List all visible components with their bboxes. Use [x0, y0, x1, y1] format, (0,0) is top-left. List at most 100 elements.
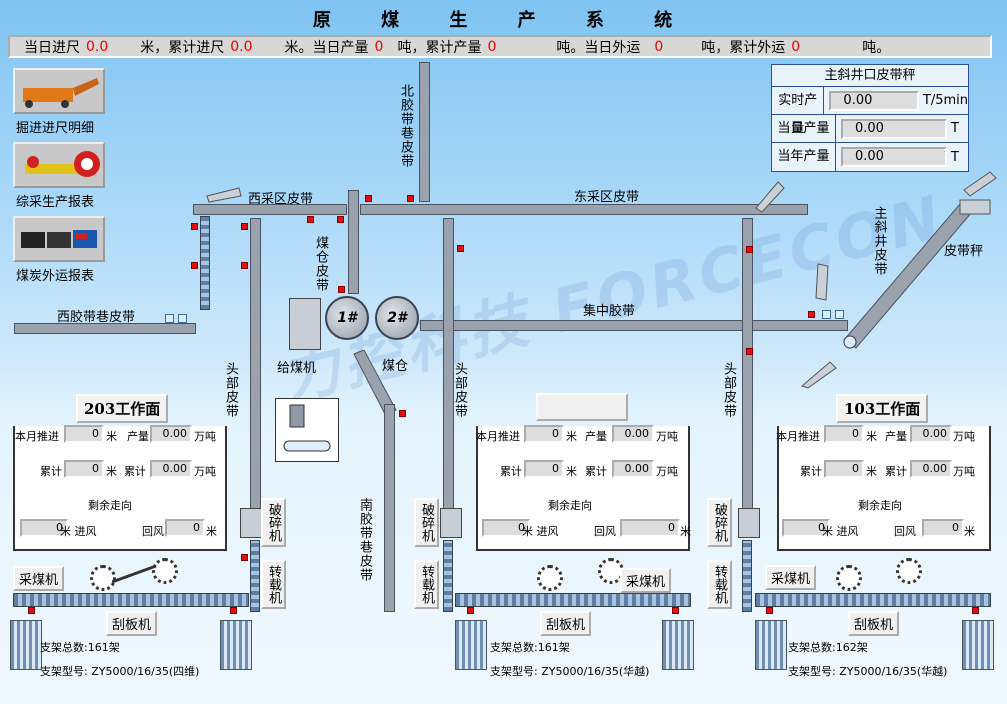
train-report-button[interactable] [13, 216, 105, 262]
unit-label: 米 [106, 465, 117, 478]
west-belt-label: 西胶带巷皮带 [57, 310, 136, 325]
status-indicator [241, 554, 248, 561]
total-output-value: 0.00 [612, 460, 654, 478]
main-incline-label: 主斜井皮带 [871, 206, 887, 276]
intake-value: 0 [782, 519, 830, 537]
output-label: 产量 [127, 430, 149, 443]
feeder-label: 给煤机 [277, 361, 317, 376]
crusher-button[interactable]: 破碎机 [261, 498, 286, 547]
hydraulic-support [962, 620, 994, 670]
total-output-label: 累计 [885, 465, 907, 478]
face-title: 203工作面 [76, 394, 169, 423]
face-title: 103工作面 [836, 394, 929, 423]
scale-row-unit: T [951, 121, 959, 136]
scraper-button[interactable]: 刮板机 [106, 611, 158, 636]
scraper-conveyor[interactable] [755, 593, 991, 607]
chute-conveyor[interactable] [350, 350, 400, 420]
crusher-unit [440, 508, 462, 538]
east-area-belt[interactable] [360, 204, 808, 215]
belt-scale-label: 皮带秤 [944, 244, 984, 259]
feeder-unit[interactable] [289, 298, 321, 350]
return-label: 回风 [142, 525, 164, 538]
total-output-label: 吨，累计产量 [397, 39, 482, 56]
loader-button[interactable]: 转载机 [414, 560, 439, 609]
shearer-report-label[interactable]: 综采生产报表 [16, 195, 95, 210]
head-belt-right[interactable] [742, 218, 753, 538]
face-title [536, 393, 628, 421]
month-advance-label: 本月推进 [476, 430, 520, 443]
loader-conveyor[interactable] [443, 540, 453, 612]
belt-scale-title: 主斜井口皮带秤 [772, 65, 968, 87]
coal-bin-belt[interactable] [348, 190, 359, 294]
scraper-conveyor[interactable] [13, 593, 249, 607]
status-indicator [407, 195, 414, 202]
shearer-button[interactable]: 采煤机 [620, 568, 672, 593]
scale-row-unit: T [951, 149, 959, 165]
crusher-button[interactable]: 破碎机 [707, 498, 732, 547]
belt-head-drum-icon [963, 171, 997, 197]
daily-output-label: 米。当日产量 [284, 39, 369, 56]
crusher-unit [738, 508, 760, 538]
crusher-button[interactable]: 破碎机 [414, 498, 439, 547]
status-indicator [230, 607, 237, 614]
loader-conveyor[interactable] [250, 540, 260, 612]
scale-daily-value: 0.00 [841, 118, 947, 139]
train-report-label[interactable]: 煤炭外运报表 [16, 269, 95, 284]
shearer-button[interactable]: 采煤机 [765, 565, 817, 590]
support-model: 支架型号: ZY5000/16/35(华越) [788, 665, 948, 678]
coal-bin-1[interactable]: 1# [325, 296, 369, 340]
unit-label: 米 [566, 465, 577, 478]
intake-value: 0 [482, 519, 530, 537]
head-belt-label: 头部皮带 [223, 362, 238, 418]
hydraulic-support [10, 620, 42, 670]
support-model: 支架型号: ZY5000/16/35(四维) [40, 665, 200, 678]
scale-row-label: 实时产量 [772, 87, 825, 136]
month-advance-value: 0 [524, 425, 564, 443]
status-indicator [746, 246, 753, 253]
central-belt[interactable] [420, 320, 848, 331]
unit-label: 万吨 [656, 430, 678, 443]
loader-conveyor[interactable] [742, 540, 752, 612]
total-advance-value: 0 [824, 460, 864, 478]
status-indicator [746, 348, 753, 355]
status-indicator [191, 262, 198, 269]
intake-value: 0 [20, 519, 68, 537]
head-belt-left[interactable] [250, 218, 261, 538]
west-area-belt[interactable] [193, 204, 347, 215]
west-chain-conveyor[interactable] [200, 216, 210, 310]
shearer-button[interactable]: 采煤机 [13, 566, 65, 591]
north-belt[interactable] [419, 62, 430, 202]
coal-bin-2[interactable]: 2# [375, 296, 419, 340]
scraper-conveyor[interactable] [455, 593, 691, 607]
south-belt[interactable] [384, 404, 395, 612]
status-indicator [191, 223, 198, 230]
month-advance-label: 本月推进 [776, 430, 820, 443]
scraper-button[interactable]: 刮板机 [848, 611, 900, 636]
support-total: 支架总数:162架 [788, 641, 868, 654]
scale-row-yearly: 当年产量 0.00 T [772, 143, 968, 171]
total-ship-label: 吨，累计外运 [701, 39, 786, 56]
status-indicator [457, 245, 464, 252]
gear-icon [537, 565, 563, 591]
shearer-icon [25, 151, 100, 177]
total-label: 累计 [40, 465, 62, 478]
summary-end-label: 吨。 [862, 39, 891, 56]
scraper-button[interactable]: 刮板机 [540, 611, 592, 636]
head-belt-label: 头部皮带 [452, 362, 467, 418]
status-indicator [808, 311, 815, 318]
roadheader-report-label[interactable]: 掘进进尺明细 [16, 121, 95, 136]
west-belt[interactable] [14, 323, 196, 334]
coal-bin-belt-label: 煤仓皮带 [313, 236, 328, 292]
loader-button[interactable]: 转载机 [707, 560, 732, 609]
return-label: 回风 [894, 525, 916, 538]
main-incline-belt[interactable] [838, 190, 1007, 360]
support-total: 支架总数:161架 [40, 641, 120, 654]
shearer-report-button[interactable] [13, 142, 105, 188]
roadheader-report-button[interactable] [13, 68, 105, 114]
return-value: 0 [165, 519, 205, 537]
unit-label: 米 [866, 465, 877, 478]
remaining-label: 剩余走向 [858, 499, 902, 512]
scale-row-realtime: 实时产量 0.00 T/5min [772, 87, 968, 136]
intake-label: 米 进风 [522, 525, 559, 538]
loader-button[interactable]: 转载机 [261, 560, 286, 609]
